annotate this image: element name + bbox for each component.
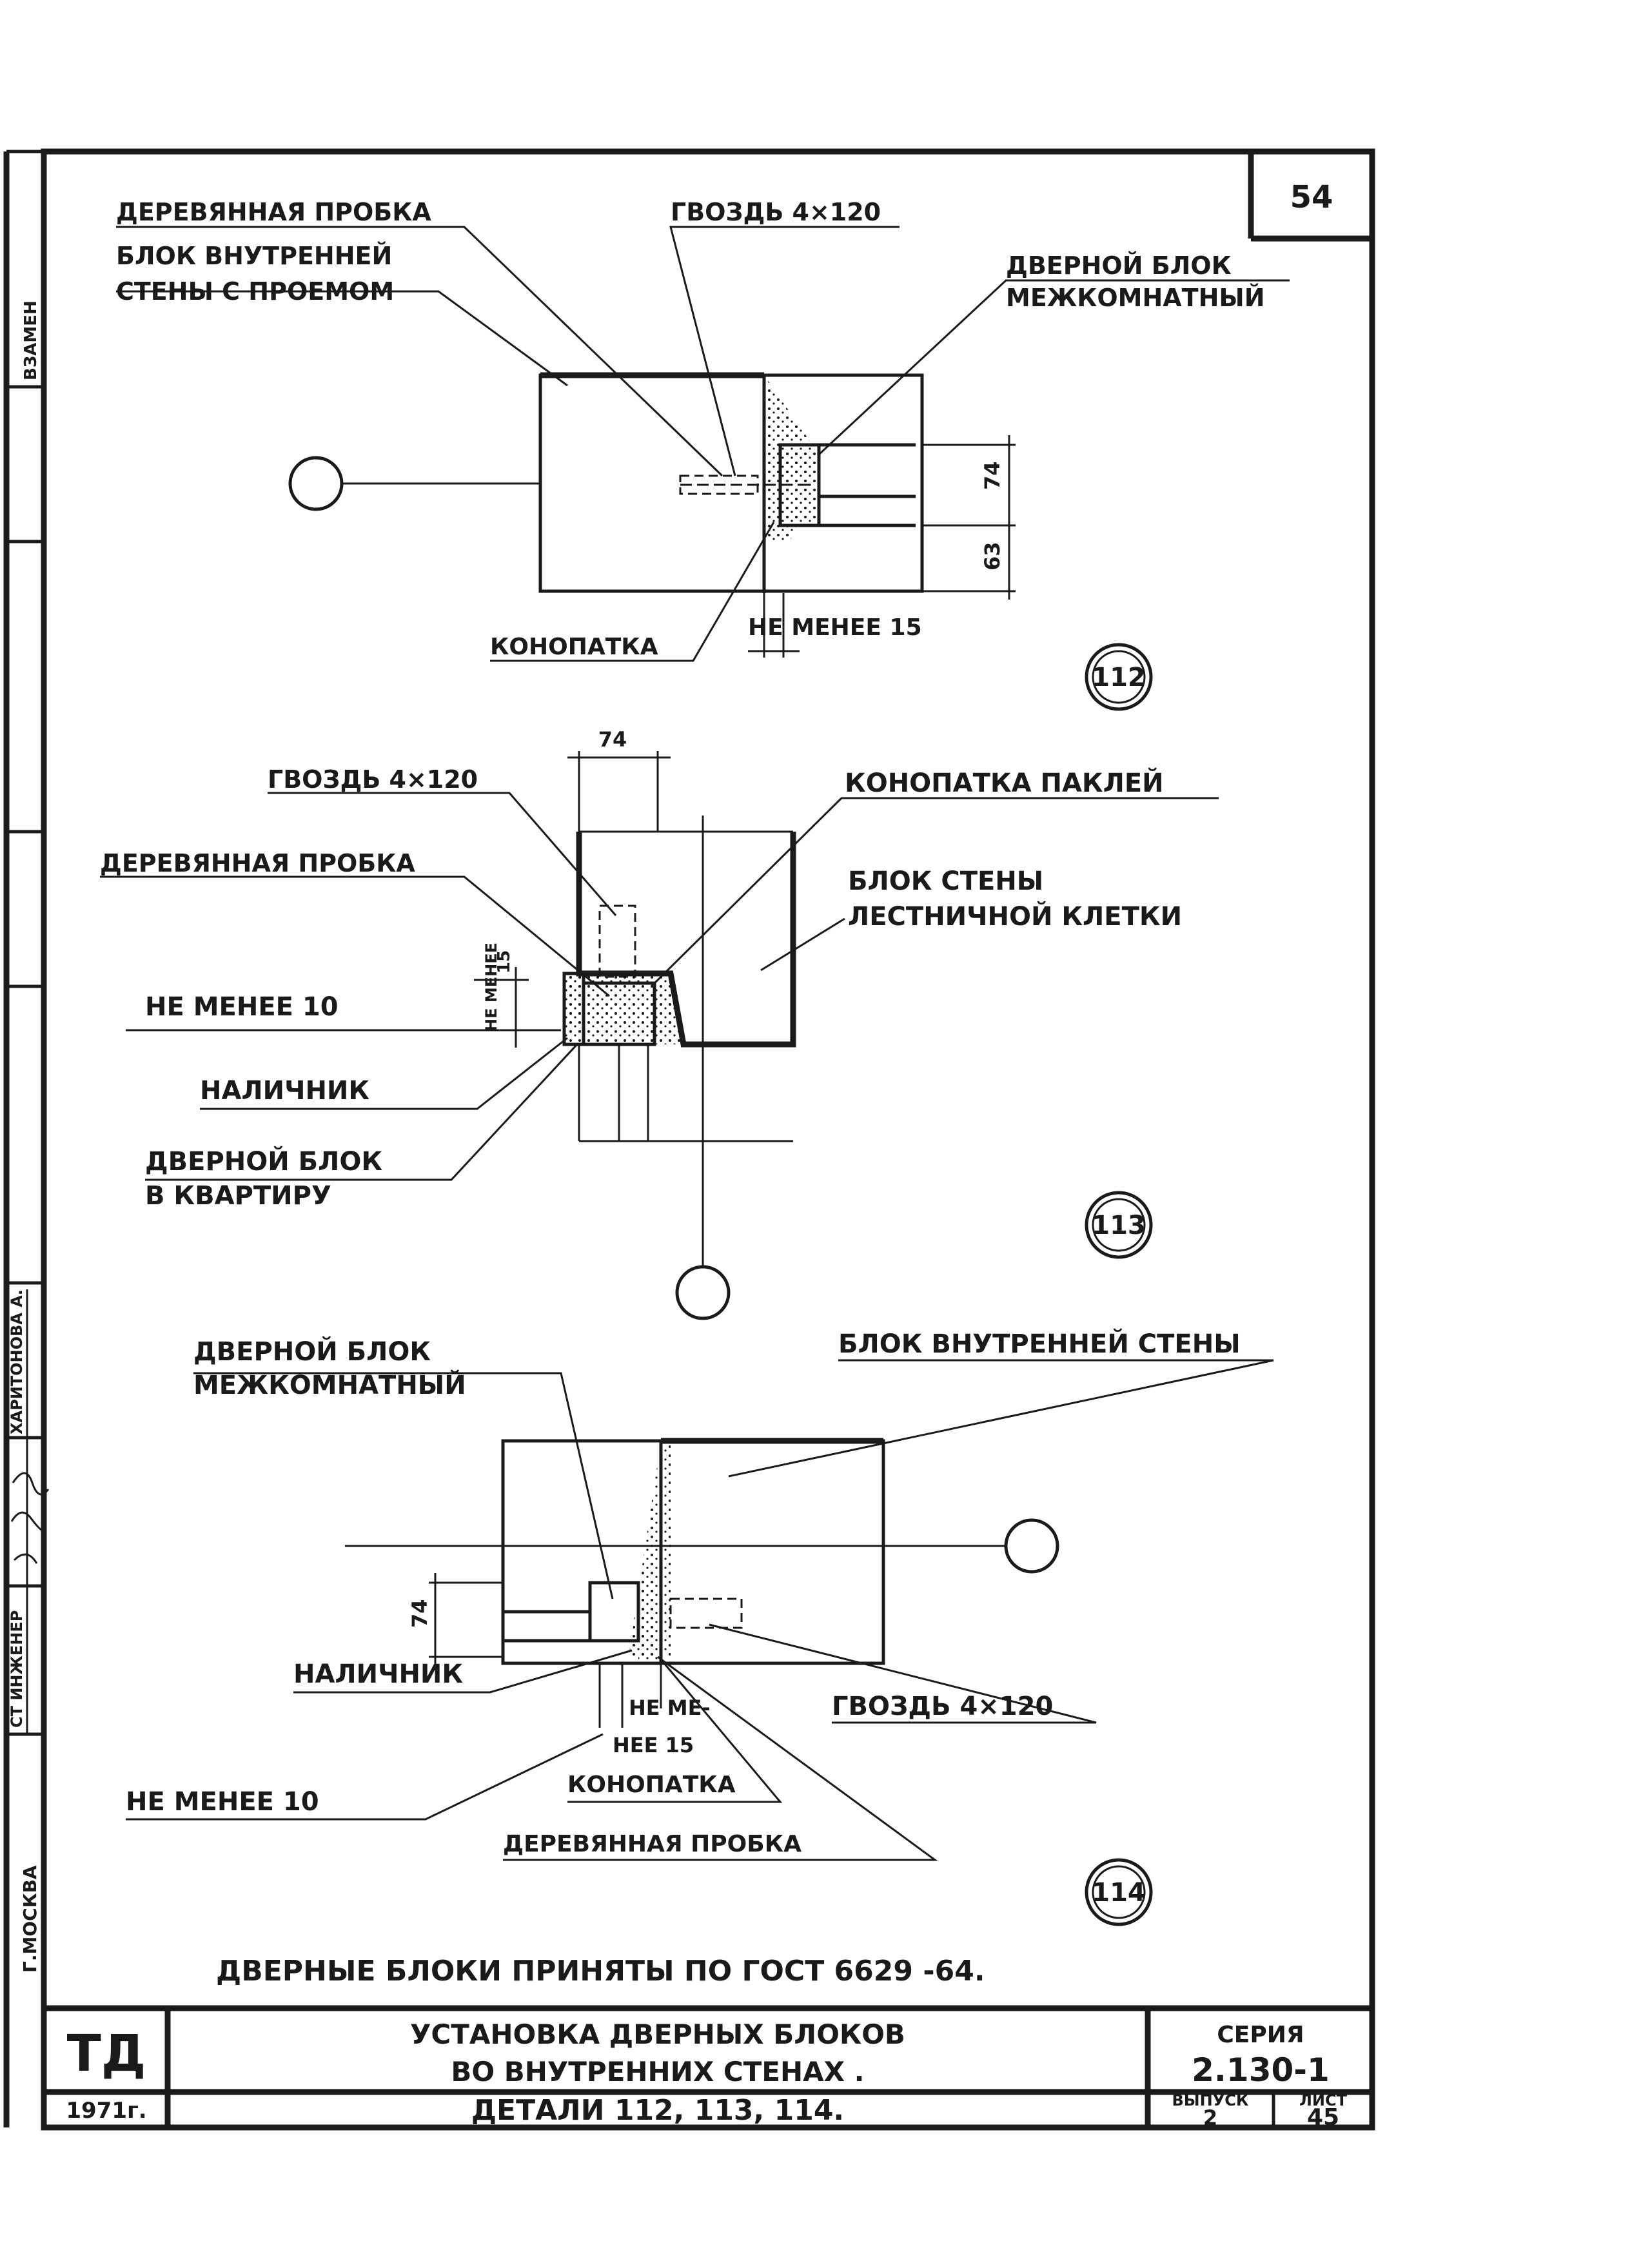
d114-dim-74: 74: [408, 1599, 432, 1628]
title-block-sheet: 45: [1307, 2104, 1339, 2131]
d114-label-door-block-2: МЕЖКОМНАТНЫЙ: [193, 1369, 466, 1400]
d114-label-min-10: НЕ МЕНЕЕ 10: [126, 1787, 319, 1817]
side-stamp-kharitonova: ХАРИТОНОВА А.: [8, 1289, 26, 1434]
title-block-issue-label: ВЫПУСК: [1172, 2091, 1249, 2109]
d113-label-min-10: НЕ МЕНЕЕ 10: [145, 992, 339, 1022]
d113-dim-15: 15: [495, 950, 514, 973]
d113-label-min-vert: НЕ МЕНЕЕ: [482, 943, 500, 1031]
title-block-title-2: ВО ВНУТРЕННИХ СТЕНАХ .: [451, 2056, 864, 2087]
d112-dim-74: 74: [980, 461, 1005, 490]
title-block-year: 1971г.: [66, 2098, 146, 2124]
d113-label-wall-block-1: БЛОК СТЕНЫ: [848, 866, 1043, 896]
d114-label-min-15-a: НЕ МЕ-: [629, 1696, 711, 1720]
sheet-frame: [3, 148, 1375, 2131]
d113-dim-74: 74: [598, 727, 627, 752]
footnote-gost: ДВЕРНЫЕ БЛОКИ ПРИНЯТЫ ПО ГОСТ 6629 -64.: [216, 1955, 985, 1988]
d113-label-door-block-1: ДВЕРНОЙ БЛОК: [145, 1146, 382, 1177]
d112-label-wood-plug: ДЕРЕВЯННАЯ ПРОБКА: [116, 198, 431, 226]
d113-label-trim: НАЛИЧНИК: [200, 1076, 369, 1106]
title-block-org: ТД: [67, 2025, 146, 2083]
d112-label-caulk: КОНОПАТКА: [490, 634, 658, 660]
d114-label-min-15-b: НЕЕ 15: [613, 1733, 694, 1757]
d113-label-wall-block-2: ЛЕСТНИЧНОЙ КЛЕТКИ: [848, 901, 1182, 932]
d114-label-door-block-1: ДВЕРНОЙ БЛОК: [193, 1336, 431, 1367]
d112-dim-63: 63: [980, 542, 1005, 571]
d114-label-caulk: КОНОПАТКА: [567, 1772, 736, 1798]
title-block-subtitle: ДЕТАЛИ 112, 113, 114.: [471, 2094, 844, 2127]
side-stamp-engineer: СТ ИНЖЕНЕР: [8, 1610, 26, 1728]
d114-label-wall-block: БЛОК ВНУТРЕННЕЙ СТЕНЫ: [838, 1328, 1241, 1359]
sheet-number: 54: [1290, 179, 1333, 215]
title-block-series-label: СЕРИЯ: [1217, 2022, 1304, 2048]
side-stamp-city: Г.МОСКВА: [19, 1865, 41, 1973]
d113-detail-number: 113: [1092, 1211, 1146, 1240]
d112-detail-marker: 112: [1085, 643, 1153, 711]
detail-114-drawing: [126, 1359, 1274, 1861]
signature-image: [10, 1472, 50, 1564]
d112-label-door-block-1: ДВЕРНОЙ БЛОК: [1006, 251, 1232, 280]
d113-detail-marker: 113: [1085, 1191, 1153, 1259]
side-stamp: [6, 385, 44, 1736]
side-stamp-vzamen: ВЗАМЕН: [21, 300, 41, 380]
title-block-title-1: УСТАНОВКА ДВЕРНЫХ БЛОКОВ: [410, 2019, 905, 2050]
d113-label-wood-plug: ДЕРЕВЯННАЯ ПРОБКА: [100, 849, 415, 877]
d114-label-nail: ГВОЗДЬ 4×120: [832, 1692, 1053, 1721]
detail-113-drawing: [100, 751, 1219, 1320]
d112-label-wall-block-2: СТЕНЫ С ПРОЕМОМ: [116, 277, 394, 306]
title-block-issue: 2: [1203, 2106, 1217, 2130]
d114-label-wood-plug: ДЕРЕВЯННАЯ ПРОБКА: [503, 1831, 801, 1857]
d112-label-wall-block-1: БЛОК ВНУТРЕННЕЙ: [116, 242, 392, 270]
d112-label-door-block-2: МЕЖКОМНАТНЫЙ: [1006, 284, 1265, 312]
d113-label-nail: ГВОЗДЬ 4×120: [268, 765, 478, 794]
d112-detail-number: 112: [1092, 663, 1146, 692]
title-block-series: 2.130-1: [1192, 2051, 1330, 2089]
d113-label-caulk: КОНОПАТКА ПАКЛЕЙ: [845, 767, 1164, 798]
d114-label-trim: НАЛИЧНИК: [293, 1659, 463, 1689]
d112-label-nail: ГВОЗДЬ 4×120: [671, 198, 881, 226]
detail-112-drawing: [116, 226, 1290, 662]
title-block-sheet-label: ЛИСТ: [1299, 2091, 1348, 2109]
d112-label-min-gap: НЕ МЕНЕЕ 15: [748, 614, 922, 641]
title-block: [44, 2005, 1372, 2127]
d114-detail-number: 114: [1092, 1878, 1146, 1908]
d114-detail-marker: 114: [1085, 1858, 1153, 1926]
d113-label-door-block-2: В КВАРТИРУ: [145, 1181, 331, 1211]
